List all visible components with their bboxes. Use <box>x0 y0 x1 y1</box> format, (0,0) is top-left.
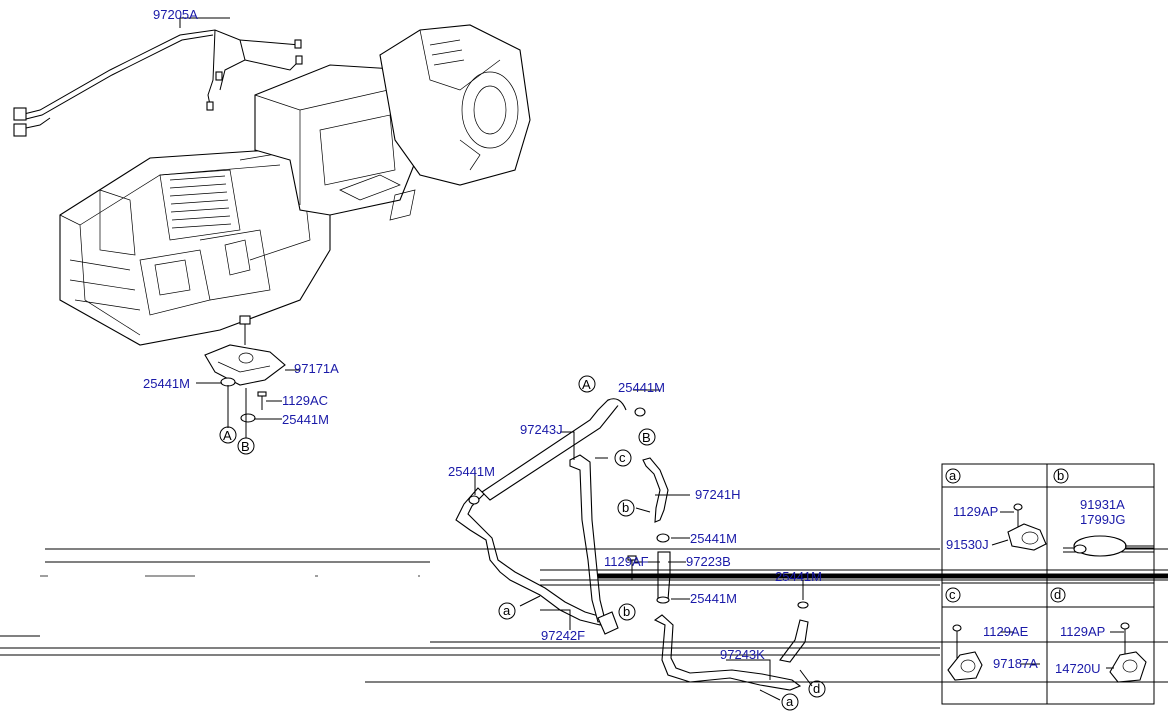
inset-a-bolt: 1129AP <box>953 504 998 519</box>
inset-labels: a b c d 1129AP 91530J 91931A 1799JG 1129… <box>945 468 1126 676</box>
leader-lines <box>180 17 813 701</box>
inset-b-part2: 1799JG <box>1080 512 1126 527</box>
svg-text:a: a <box>503 603 511 618</box>
inset-c-bolt: 1129AE <box>983 624 1029 639</box>
inset-a-clip: 91530J <box>946 537 989 552</box>
ref-a-left: a <box>498 602 516 620</box>
svg-text:B: B <box>241 439 250 454</box>
label-grommet-bracket: 25441M <box>282 412 329 427</box>
ref-a-bottom: a <box>781 693 799 711</box>
inset-d-clip: 14720U <box>1055 661 1101 676</box>
inset-tag-b: b <box>1053 468 1069 484</box>
label-grommet-right: 25441M <box>775 569 822 584</box>
label-bolt-af: 1129AF <box>604 554 649 569</box>
inset-d-bolt: 1129AP <box>1060 624 1105 639</box>
ref-d-bottom: d <box>808 680 826 698</box>
svg-text:b: b <box>1057 468 1064 483</box>
reference-callouts: A B A B c b b a <box>219 375 826 711</box>
label-wiring: 97205A <box>153 7 198 22</box>
label-grommet-m: 25441M <box>448 464 495 479</box>
label-hose-f: 97242F <box>541 628 585 643</box>
inset-tag-c: c <box>945 587 961 603</box>
svg-text:d: d <box>813 681 820 696</box>
svg-text:b: b <box>622 500 629 515</box>
ref-c: c <box>614 449 632 467</box>
ref-b-bracket: B <box>237 437 255 455</box>
label-grommet-top: 25441M <box>618 380 665 395</box>
ref-a-bracket: A <box>219 426 237 444</box>
label-grommet-left: 25441M <box>143 376 190 391</box>
detail-inset-table <box>941 463 1155 705</box>
drain-bracket-drawing <box>204 344 286 438</box>
label-bracket: 97171A <box>294 361 339 376</box>
svg-text:d: d <box>1054 587 1061 602</box>
inset-b-part1: 91931A <box>1080 497 1125 512</box>
scan-streaks <box>0 548 1168 683</box>
wiring-harness-drawing <box>13 17 303 137</box>
svg-text:c: c <box>619 450 626 465</box>
hvac-unit-drawing <box>59 24 531 346</box>
label-grommet-h: 25441M <box>690 531 737 546</box>
svg-text:B: B <box>642 430 651 445</box>
label-hose-j: 97243J <box>520 422 563 437</box>
label-hose-k: 97243K <box>720 647 765 662</box>
svg-text:A: A <box>582 377 591 392</box>
svg-text:a: a <box>949 468 957 483</box>
label-pipe-b: 97223B <box>686 554 731 569</box>
filter-grille <box>169 175 232 229</box>
ref-b-pipe: b <box>618 603 636 621</box>
inset-tag-a: a <box>945 468 961 484</box>
inset-tag-d: d <box>1050 587 1066 603</box>
label-grommet-mid: 25441M <box>690 591 737 606</box>
ref-a-top: A <box>578 375 596 393</box>
part-labels: 97205A 97171A 25441M 1129AC 25441M 25441… <box>143 7 822 662</box>
svg-text:b: b <box>623 604 630 619</box>
ref-b-top: B <box>638 428 656 446</box>
ref-b-hose: b <box>617 499 635 517</box>
svg-text:c: c <box>949 587 956 602</box>
label-hose-h: 97241H <box>695 487 741 502</box>
svg-text:A: A <box>223 428 232 443</box>
svg-text:a: a <box>786 694 794 709</box>
inset-c-clip: 97187A <box>993 656 1038 671</box>
label-bolt-bracket: 1129AC <box>282 393 328 408</box>
